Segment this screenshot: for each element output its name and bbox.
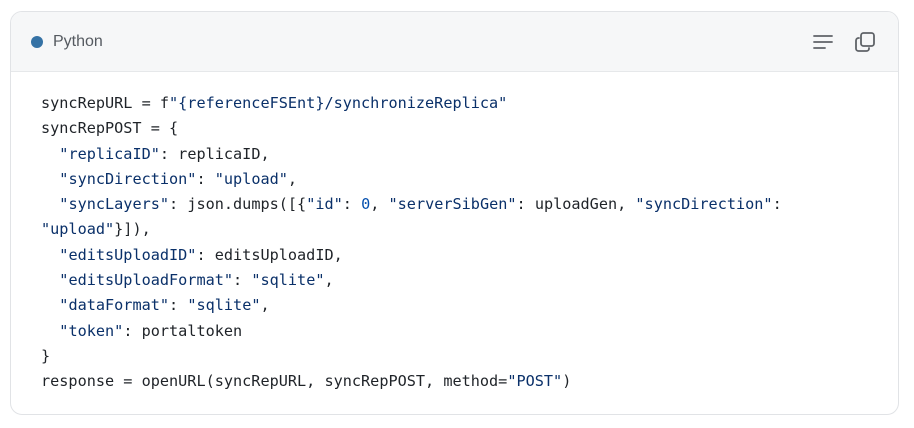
copy-button[interactable] bbox=[850, 27, 880, 57]
code-token: , bbox=[324, 271, 334, 290]
code-token: , bbox=[370, 195, 389, 214]
code-token bbox=[41, 296, 59, 314]
code-token: "serverSibGen" bbox=[388, 195, 517, 214]
code-token: : bbox=[772, 195, 782, 214]
wrap-lines-icon bbox=[813, 34, 833, 49]
code-line: response = openURL(syncRepURL, syncRepPO… bbox=[41, 372, 571, 390]
code-token: 0 bbox=[361, 195, 371, 214]
code-token bbox=[41, 246, 59, 264]
code-token: response = openURL(syncRepURL, syncRepPO… bbox=[41, 372, 508, 391]
code-token: "syncLayers" bbox=[59, 195, 170, 214]
code-token: "id" bbox=[306, 195, 343, 214]
code-line: syncRepPOST = { bbox=[41, 119, 178, 137]
code-line: syncRepURL = f"{referenceFSEnt}/synchron… bbox=[41, 94, 507, 112]
code-line: "upload"}]), bbox=[41, 220, 151, 238]
code-token: "{referenceFSEnt}/synchronizeReplica" bbox=[169, 94, 508, 112]
code-content: syncRepURL = f"{referenceFSEnt}/synchron… bbox=[11, 72, 898, 395]
code-block: Python syncRepURL = f"{referenceFSEnt}/s… bbox=[10, 11, 899, 415]
code-token: "upload" bbox=[41, 220, 115, 239]
code-line: "replicaID": replicaID, bbox=[41, 144, 270, 163]
code-token: "dataFormat" bbox=[59, 296, 170, 315]
code-token: "sqlite" bbox=[251, 271, 325, 290]
code-token bbox=[41, 271, 59, 289]
wrap-lines-button[interactable] bbox=[808, 27, 838, 57]
code-token: "token" bbox=[59, 321, 124, 340]
code-token bbox=[41, 322, 59, 340]
code-token: syncRepPOST = { bbox=[41, 119, 179, 138]
code-block-header: Python bbox=[11, 12, 898, 72]
code-token: syncRepURL = f bbox=[41, 94, 170, 112]
code-text: syncRepURL = f"{referenceFSEnt}/synchron… bbox=[41, 91, 868, 395]
code-line: "token": portaltoken bbox=[41, 322, 242, 340]
code-token: : portaltoken bbox=[123, 321, 243, 340]
code-token: "syncDirection" bbox=[59, 169, 197, 188]
language-dot-icon bbox=[31, 35, 43, 48]
code-token bbox=[41, 195, 59, 213]
code-token: }]), bbox=[114, 220, 151, 239]
code-token: : uploadGen, bbox=[516, 195, 636, 214]
code-token: } bbox=[41, 346, 51, 365]
code-token: "POST" bbox=[507, 372, 563, 391]
code-token: , bbox=[287, 169, 298, 188]
code-line: "editsUploadID": editsUploadID, bbox=[41, 245, 343, 264]
copy-icon bbox=[855, 31, 875, 52]
code-token: "replicaID" bbox=[59, 144, 160, 163]
code-token: "upload" bbox=[214, 169, 288, 188]
code-line: "dataFormat": "sqlite", bbox=[41, 296, 270, 315]
code-token: "syncDirection" bbox=[635, 195, 773, 214]
code-token: : bbox=[196, 169, 215, 188]
code-token: : bbox=[342, 195, 362, 214]
code-line: } bbox=[41, 347, 50, 365]
code-token: ) bbox=[562, 372, 572, 391]
code-token: "sqlite" bbox=[187, 296, 261, 315]
code-token bbox=[41, 170, 59, 188]
code-token: , bbox=[260, 296, 270, 315]
code-token: : json.dumps([{ bbox=[169, 195, 307, 214]
language-label: Python bbox=[53, 32, 103, 50]
code-token: : bbox=[233, 271, 252, 290]
code-line: "syncDirection": "upload", bbox=[41, 170, 297, 188]
code-token: "editsUploadID" bbox=[59, 245, 197, 264]
code-token: : replicaID, bbox=[159, 144, 270, 163]
code-token bbox=[41, 145, 59, 163]
code-token: : bbox=[169, 296, 188, 315]
code-token: : editsUploadID, bbox=[196, 245, 343, 264]
code-line: "syncLayers": json.dumps([{"id": 0, "ser… bbox=[41, 195, 782, 214]
code-line: "editsUploadFormat": "sqlite", bbox=[41, 271, 334, 290]
code-token: "editsUploadFormat" bbox=[59, 271, 234, 290]
